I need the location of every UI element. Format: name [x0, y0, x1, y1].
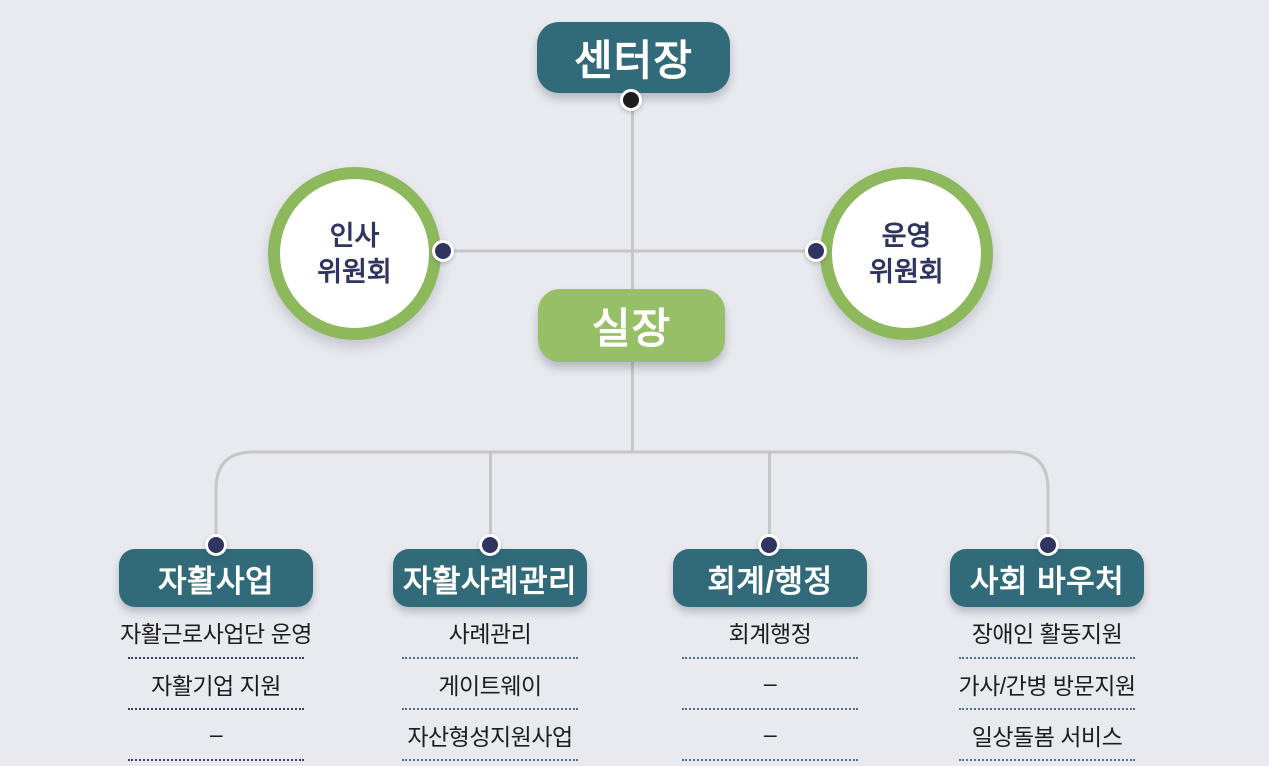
- dept1-title: 자활사업: [119, 549, 313, 607]
- dotted-separator: [959, 708, 1135, 710]
- connector-dot-operations: [805, 240, 827, 262]
- connector-dot-hr: [432, 240, 454, 262]
- operations-committee-label-line1: 운영: [881, 220, 932, 251]
- dept2-title: 자활사례관리: [393, 549, 587, 607]
- dept4-item-1: 장애인 활동지원: [971, 621, 1123, 647]
- department-column-1: 자활사업 자활근로사업단 운영 자활기업 지원 –: [106, 549, 326, 761]
- dept2-item-2: 게이트웨이: [438, 672, 542, 699]
- dept3-item-1: 회계행정: [728, 621, 812, 647]
- dept2-item-3: 자산형성지원사업: [407, 723, 573, 750]
- connector-dot-dept2: [479, 534, 501, 556]
- node-office-head: 실장: [538, 289, 725, 362]
- connector-dot-dept3: [758, 534, 780, 556]
- node-hr-committee: 인사 위원회: [268, 167, 441, 340]
- dotted-separator: [128, 657, 304, 659]
- dotted-separator: [128, 708, 304, 710]
- dotted-separator: [402, 708, 578, 710]
- dotted-separator: [128, 759, 304, 761]
- line-branch: [214, 450, 1050, 545]
- dept3-item-3: –: [763, 721, 777, 747]
- dept4-item-3: 일상돌봄 서비스: [971, 723, 1123, 750]
- hr-committee-label-line1: 인사: [329, 220, 380, 251]
- dept1-item-2: 자활기업 지원: [151, 672, 281, 699]
- dept3-item-2: –: [763, 670, 777, 696]
- dept2-item-1: 사례관리: [448, 621, 532, 647]
- center-director-label: 센터장: [574, 37, 693, 84]
- dept3-title: 회계/행정: [673, 549, 867, 607]
- dotted-separator: [402, 657, 578, 659]
- dept1-item-1: 자활근로사업단 운영: [120, 621, 312, 647]
- dotted-separator: [402, 759, 578, 761]
- operations-committee-label-line2: 위원회: [869, 256, 944, 287]
- dept4-item-2: 가사/간병 방문지원: [958, 672, 1136, 699]
- dotted-separator: [959, 657, 1135, 659]
- node-operations-committee: 운영 위원회: [820, 167, 993, 340]
- node-center-director: 센터장: [537, 22, 730, 93]
- department-column-3: 회계/행정 회계행정 – –: [660, 549, 880, 761]
- office-head-label: 실장: [591, 305, 672, 352]
- connector-dot-root: [620, 89, 642, 111]
- dotted-separator: [959, 759, 1135, 761]
- dept1-item-3: –: [209, 721, 223, 747]
- dotted-separator: [682, 759, 858, 761]
- connector-dot-dept4: [1037, 534, 1059, 556]
- dept4-title: 사회 바우처: [950, 549, 1144, 607]
- dotted-separator: [682, 657, 858, 659]
- hr-committee-label-line2: 위원회: [317, 256, 392, 287]
- department-column-4: 사회 바우처 장애인 활동지원 가사/간병 방문지원 일상돌봄 서비스: [937, 549, 1157, 761]
- dotted-separator: [682, 708, 858, 710]
- department-column-2: 자활사례관리 사례관리 게이트웨이 자산형성지원사업: [380, 549, 600, 761]
- connector-dot-dept1: [205, 534, 227, 556]
